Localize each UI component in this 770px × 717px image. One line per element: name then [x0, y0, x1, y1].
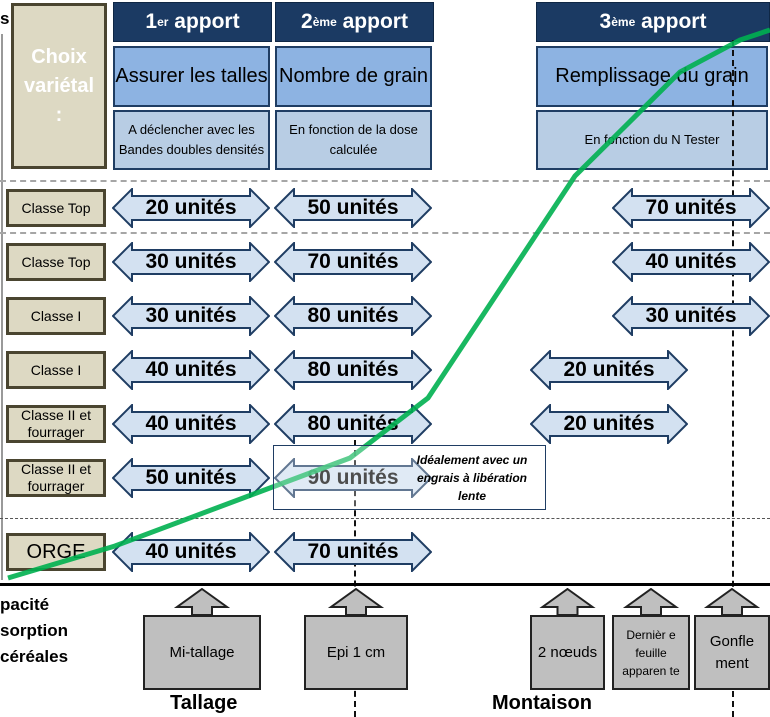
row-label: ORGE	[6, 533, 106, 571]
row-label: Classe Top	[6, 243, 106, 281]
dose-value: 30 unités	[645, 304, 737, 327]
objective-1: Assurer les talles	[113, 46, 270, 107]
row-label: Classe II et fourrager	[6, 405, 106, 443]
dose-arrow: 70 unités	[274, 242, 432, 282]
note-box-text: Idéalement avec un engrais à libération …	[416, 453, 528, 503]
dose-arrow: 20 unités	[530, 404, 688, 444]
dose-value: 70 unités	[645, 196, 737, 219]
dose-value: 30 unités	[145, 304, 237, 327]
dose-value: 30 unités	[145, 250, 237, 273]
time-axis	[0, 583, 770, 586]
dose-arrow: 40 unités	[112, 350, 270, 390]
dose-arrow: 40 unités	[112, 404, 270, 444]
dose-arrow: 20 unités	[112, 188, 270, 228]
dose-value: 20 unités	[563, 358, 655, 381]
dose-value: 40 unités	[145, 412, 237, 435]
dose-arrow: 80 unités	[274, 404, 432, 444]
stage-label: Mi-tallage	[143, 615, 261, 690]
cut-off-text: s	[0, 6, 10, 32]
stage-marker: Gonfle ment	[694, 588, 770, 690]
dose-arrow: 70 unités	[612, 188, 770, 228]
dose-value: 50 unités	[145, 466, 237, 489]
divider-dashed	[0, 232, 770, 234]
stage-label: Dernièr e feuille apparen te	[612, 615, 690, 690]
stage-label: Gonfle ment	[694, 615, 770, 690]
row-label: Classe I	[6, 351, 106, 389]
phase-tallage: Tallage	[170, 692, 238, 714]
row-label: Classe I	[6, 297, 106, 335]
dose-value: 80 unités	[307, 412, 399, 435]
dose-arrow: 40 unités	[612, 242, 770, 282]
dose-arrow: 80 unités	[274, 350, 432, 390]
note-1: A déclencher avec les Bandes doubles den…	[113, 110, 270, 170]
dose-arrow: 40 unités	[112, 532, 270, 572]
left-border	[1, 34, 3, 580]
dose-value: 40 unités	[145, 540, 237, 563]
stage-label: Epi 1 cm	[304, 615, 408, 690]
dose-value: 80 unités	[307, 358, 399, 381]
dose-arrow: 50 unités	[112, 458, 270, 498]
note-box: Idéalement avec un engrais à libération …	[273, 445, 546, 510]
dose-value: 40 unités	[645, 250, 737, 273]
dose-value: 50 unités	[307, 196, 399, 219]
dose-arrow: 30 unités	[112, 296, 270, 336]
dose-value: 20 unités	[563, 412, 655, 435]
stage-label: 2 nœuds	[530, 615, 605, 690]
stage-marker: Epi 1 cm	[304, 588, 408, 690]
dose-arrow: 50 unités	[274, 188, 432, 228]
objective-2: Nombre de grain	[275, 46, 432, 107]
dose-arrow: 80 unités	[274, 296, 432, 336]
dose-value: 80 unités	[307, 304, 399, 327]
choix-varietal: Choix variétal :	[11, 3, 107, 169]
stage-marker: 2 nœuds	[530, 588, 605, 690]
dose-arrow: 70 unités	[274, 532, 432, 572]
row-label: Classe Top	[6, 189, 106, 227]
dose-value: 20 unités	[145, 196, 237, 219]
dose-arrow: 20 unités	[530, 350, 688, 390]
dose-value: 70 unités	[307, 540, 399, 563]
row-label: Classe II et fourrager	[6, 459, 106, 497]
phase-montaison: Montaison	[492, 692, 592, 714]
divider-dashed	[0, 180, 770, 182]
note-2: En fonction de la dose calculée	[275, 110, 432, 170]
divider-dotted	[0, 518, 770, 519]
dose-value: 70 unités	[307, 250, 399, 273]
dose-arrow: 30 unités	[612, 296, 770, 336]
stage-marker: Mi-tallage	[143, 588, 261, 690]
stage-marker: Dernièr e feuille apparen te	[612, 588, 690, 690]
dose-arrow: 30 unités	[112, 242, 270, 282]
dose-value: 40 unités	[145, 358, 237, 381]
